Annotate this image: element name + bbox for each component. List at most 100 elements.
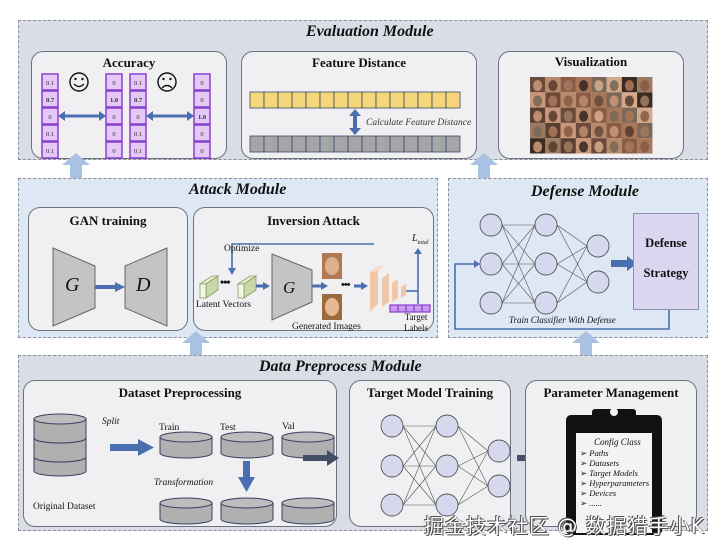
- face-thumbnail-face: [609, 110, 619, 122]
- face-mouth: [73, 83, 85, 88]
- images-ellipsis: •••: [341, 279, 351, 291]
- sad-face-icon: [157, 72, 177, 92]
- bad-target-value: 0: [200, 131, 203, 138]
- config-items-list: ➢ Paths➢ Datasets➢ Target Models➢ Hyperp…: [580, 448, 649, 508]
- split-disk-train-top: [159, 431, 213, 443]
- feature-cell-bottom: [291, 135, 307, 153]
- target-label-cell: [405, 304, 415, 313]
- transformation-label: Transformation: [154, 478, 214, 488]
- config-item-label: Datasets: [589, 458, 619, 468]
- target-net-node: [487, 439, 511, 463]
- transformed-disk-val: [281, 503, 335, 525]
- loss-arrowhead: [414, 248, 422, 254]
- face-thumbnail-face: [579, 80, 589, 92]
- target-net-node: [380, 414, 404, 438]
- bad-target-value: 0: [200, 97, 203, 104]
- defense-net-node: [479, 213, 503, 237]
- inversion-attack-panel: Inversion Attack: [193, 207, 434, 334]
- compare-arrowhead-right: [187, 111, 194, 121]
- feature-cell-top: [263, 91, 279, 109]
- target-net-edge: [457, 450, 489, 467]
- face-thumbnail-face: [548, 141, 558, 153]
- feature-distance-diagram: [249, 91, 461, 153]
- dataset-preprocessing-panel: Dataset Preprocessing Split Original Dat…: [23, 380, 337, 527]
- target-label-cell: [421, 304, 431, 313]
- dataset-to-target-arrow: [303, 450, 339, 466]
- optimize-loop-line: [231, 243, 374, 271]
- face-thumbnail-face: [624, 126, 634, 138]
- defense-net-edge: [501, 224, 536, 304]
- latent-to-g-arrowhead: [263, 282, 270, 290]
- feature-cell-bottom: [249, 135, 265, 153]
- face-thumbnail-face: [579, 141, 589, 153]
- target-net-edge: [457, 485, 489, 506]
- split-disk-train: [159, 437, 213, 459]
- config-item: ➢ Datasets: [580, 458, 649, 468]
- val-split-label: Val: [282, 422, 295, 432]
- parameter-management-title: Parameter Management: [543, 385, 679, 400]
- flow-arrow-data-to-attack: [182, 331, 210, 357]
- face-thumbnail-face: [609, 80, 619, 92]
- attack-generator-shape: [271, 253, 313, 321]
- config-item-label: Target Models: [589, 468, 638, 478]
- defense-net-edge: [501, 263, 536, 304]
- feature-cell-top: [347, 91, 363, 109]
- generator-shape: [52, 247, 96, 327]
- bad-target-value: 0: [200, 148, 203, 155]
- face-thumbnail-face: [533, 141, 543, 153]
- train-split-label: Train: [159, 423, 180, 433]
- inversion-attack-title: Inversion Attack: [267, 213, 360, 228]
- config-item-label: ......: [589, 498, 602, 508]
- feature-cell-bottom: [319, 135, 335, 153]
- bad-prediction-value: 0.1: [134, 80, 142, 87]
- defense-net-edge: [556, 281, 588, 304]
- data-preprocess-module: Data Preprocess Module Dataset Preproces…: [18, 355, 708, 535]
- accuracy-title: Accuracy: [102, 55, 156, 70]
- target-net-node: [435, 414, 459, 438]
- face-thumbnail-face: [609, 95, 619, 107]
- defense-net-edge: [556, 263, 588, 283]
- good-prediction-value: 0.1: [46, 80, 54, 87]
- config-item-label: Paths: [589, 448, 609, 458]
- defense-net-edge: [556, 224, 588, 247]
- original-dataset-disk-top: [33, 419, 87, 444]
- gan-training-panel: GAN training G D: [28, 207, 188, 331]
- defense-net-edge: [556, 224, 588, 283]
- face-thumbnail-face: [563, 126, 573, 138]
- face-thumbnail-face: [624, 95, 634, 107]
- feature-cell-bottom: [417, 135, 433, 153]
- feature-distance-panel: Feature Distance Calculate Feature Dista…: [241, 51, 477, 159]
- defense-loop-line: [454, 263, 670, 330]
- bad-target-cell: [193, 124, 211, 142]
- inversion-attack-diagram: [198, 243, 431, 321]
- loss-total-label: Ltotal: [412, 233, 429, 246]
- bad-prediction-cell: [129, 73, 147, 91]
- bad-target-cell: [193, 141, 211, 159]
- target-model-training-panel: Target Model Training: [349, 380, 511, 527]
- config-item-label: Devices: [589, 488, 617, 498]
- target-net-node: [380, 454, 404, 478]
- good-target-cell: [105, 73, 123, 91]
- discriminator-label: D: [136, 274, 151, 296]
- face-thumbnail-face: [594, 80, 604, 92]
- feature-cell-top: [361, 91, 377, 109]
- face-thumbnail-face: [624, 141, 634, 153]
- target-net-edge: [457, 465, 489, 487]
- config-item-label: Hyperparameters: [589, 478, 650, 488]
- face-thumbnail-face: [548, 126, 558, 138]
- bad-prediction-value: 0: [136, 114, 139, 121]
- feature-cell-bottom: [389, 135, 405, 153]
- feature-cell-bottom: [305, 135, 321, 153]
- original-dataset-disk-mid: [33, 438, 87, 463]
- compare-arrowhead-left: [58, 111, 65, 121]
- split-disk-test: [220, 437, 274, 459]
- defense-net-edge: [556, 245, 588, 265]
- good-prediction-value: 0.7: [46, 97, 55, 104]
- target-label-cell: [389, 304, 399, 313]
- feature-cell-top: [319, 91, 335, 109]
- bad-prediction-value: 0.7: [134, 97, 143, 104]
- attack-module: Attack Module GAN training G D Inversion…: [18, 178, 438, 338]
- config-item: ➢ Target Models: [580, 468, 649, 478]
